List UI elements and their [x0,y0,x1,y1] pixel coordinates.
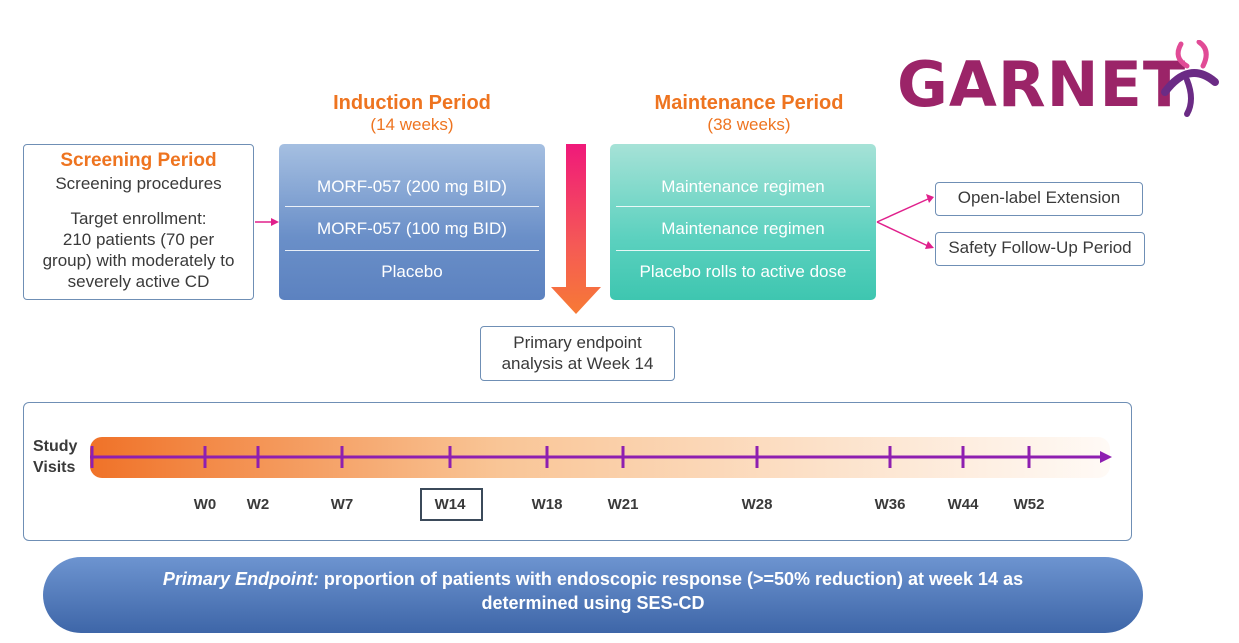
arm-divider [616,206,870,207]
primary-endpoint-banner: Primary Endpoint: proportion of patients… [43,557,1143,633]
week-label-w36: W36 [874,496,906,513]
analysis-line: analysis at Week 14 [501,354,654,373]
arm-divider [285,250,539,251]
study-visits-label-line: Visits [33,459,76,476]
maintenance-heading: Maintenance Period (38 weeks) [610,92,888,135]
extension-connector [876,198,929,223]
week-label-w28: W28 [741,496,773,513]
induction-arm: MORF-057 (100 mg BID) [317,219,507,238]
timeline-axis-head [1100,451,1112,463]
logo-text: GARNET [897,48,1187,121]
screening-box: Screening Period Screening procedures Ta… [23,144,254,300]
primary-endpoint-week-highlight [420,488,483,521]
screening-title: Screening Period [60,150,217,171]
enrollment-line: group) with moderately to [42,251,235,270]
maintenance-duration: (38 weeks) [707,115,791,134]
banner-text-line1: proportion of patients with endoscopic r… [318,569,1024,589]
study-visits-panel [23,402,1132,541]
banner-emphasis: Primary Endpoint: [162,569,319,589]
garnet-logo: GARNET [897,40,1219,121]
week-label-w18: W18 [531,496,563,513]
screening-procedures: Screening procedures [55,174,222,193]
week-label-w2: W2 [246,496,270,513]
arm-divider [616,250,870,251]
week-label-w21: W21 [607,496,639,513]
maintenance-arm: Maintenance regimen [661,219,825,238]
safety-connector-head [925,241,934,249]
week-label-w7: W7 [330,496,354,513]
screening-connector-head [271,218,279,226]
maintenance-title: Maintenance Period [654,92,844,114]
safety-follow-up-box: Safety Follow-Up Period [935,232,1145,266]
maintenance-box: Maintenance regimen Maintenance regimen … [610,144,876,300]
week-label-w0: W0 [193,496,217,513]
induction-arm: Placebo [381,262,443,281]
banner-text-line2: determined using SES-CD [481,593,705,613]
week-label-w52: W52 [1013,496,1045,513]
enrollment-line: severely active CD [67,272,210,291]
week-label-w14: W14 [434,496,466,513]
induction-arm: MORF-057 (200 mg BID) [317,177,507,196]
induction-box: MORF-057 (200 mg BID) MORF-057 (100 mg B… [279,144,545,300]
analysis-line: Primary endpoint [513,333,642,352]
maintenance-arm: Placebo rolls to active dose [639,262,847,281]
safety-connector [876,221,929,247]
enrollment-line: 210 patients (70 per [62,230,215,249]
figure-icon [1161,40,1219,117]
extension-connector-head [926,194,934,203]
primary-endpoint-analysis-box: Primary endpoint analysis at Week 14 [480,326,675,381]
study-visits-label-line: Study [33,438,78,455]
primary-endpoint-down-arrow [551,144,601,314]
induction-heading: Induction Period (14 weeks) [279,92,545,135]
open-label-extension-box: Open-label Extension [935,182,1143,216]
arm-divider [285,206,539,207]
induction-title: Induction Period [333,92,491,114]
week-label-w44: W44 [947,496,979,513]
induction-duration: (14 weeks) [370,115,454,134]
maintenance-arm: Maintenance regimen [661,177,825,196]
timeline-ticks [90,446,1031,468]
study-visits-label: Study Visits [33,436,77,478]
enrollment-line: Target enrollment: [70,209,207,228]
